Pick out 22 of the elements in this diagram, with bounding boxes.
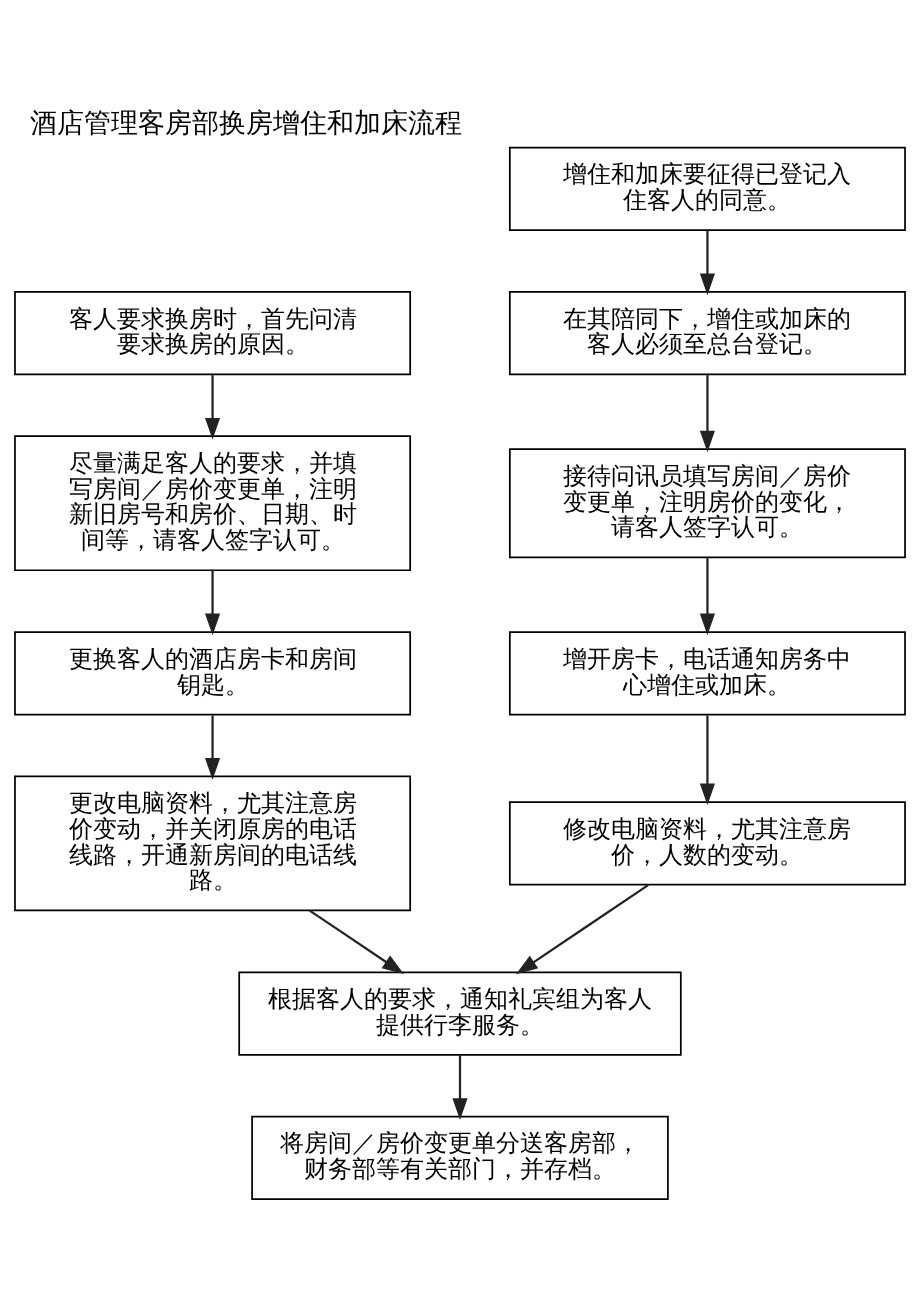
arrow <box>699 230 715 295</box>
arrow <box>205 714 221 780</box>
arrow <box>452 1054 468 1120</box>
node-box: 在其陪同下，增住或加床的客人必须至总台登记。 <box>508 290 906 375</box>
node-box: 接待问讯员填写房间／房价变更单，注明房价的变化，请客人签字认可。 <box>508 447 906 558</box>
arrow <box>205 374 221 440</box>
node-box: 根据客人的要求，通知礼宾组为客人提供行李服务。 <box>238 970 682 1056</box>
node-box: 客人要求换房时，首先问清要求换房的原因。 <box>14 290 412 375</box>
node-box: 增住和加床要征得已登记入住客人的同意。 <box>508 146 906 231</box>
node-box: 修改电脑资料，尤其注意房价，人数的变动。 <box>508 800 906 886</box>
arrow <box>699 714 715 805</box>
arrow <box>699 557 715 635</box>
arrow <box>515 883 649 974</box>
node-box: 将房间／房价变更单分送客房部，财务部等有关部门，并存档。 <box>251 1115 669 1200</box>
arrow <box>699 374 715 452</box>
node-box: 更换客人的酒店房卡和房间钥匙。 <box>14 630 412 715</box>
diagram-title: 酒店管理客房部换房增住和加床流程 <box>30 105 463 138</box>
node-box: 尽量满足客人的要求，并填写房间／房价变更单，注明新旧房号和房价、日期、时间等，请客人签字认可。 <box>14 434 412 571</box>
arrow <box>205 569 221 635</box>
node-box: 增开房卡，电话通知房务中心增住或加床。 <box>508 630 906 715</box>
arrow <box>309 909 404 974</box>
node-box: 更改电脑资料，尤其注意房价变动，并关闭原房的电话线路，开通新房间的电话线路。 <box>14 775 412 911</box>
